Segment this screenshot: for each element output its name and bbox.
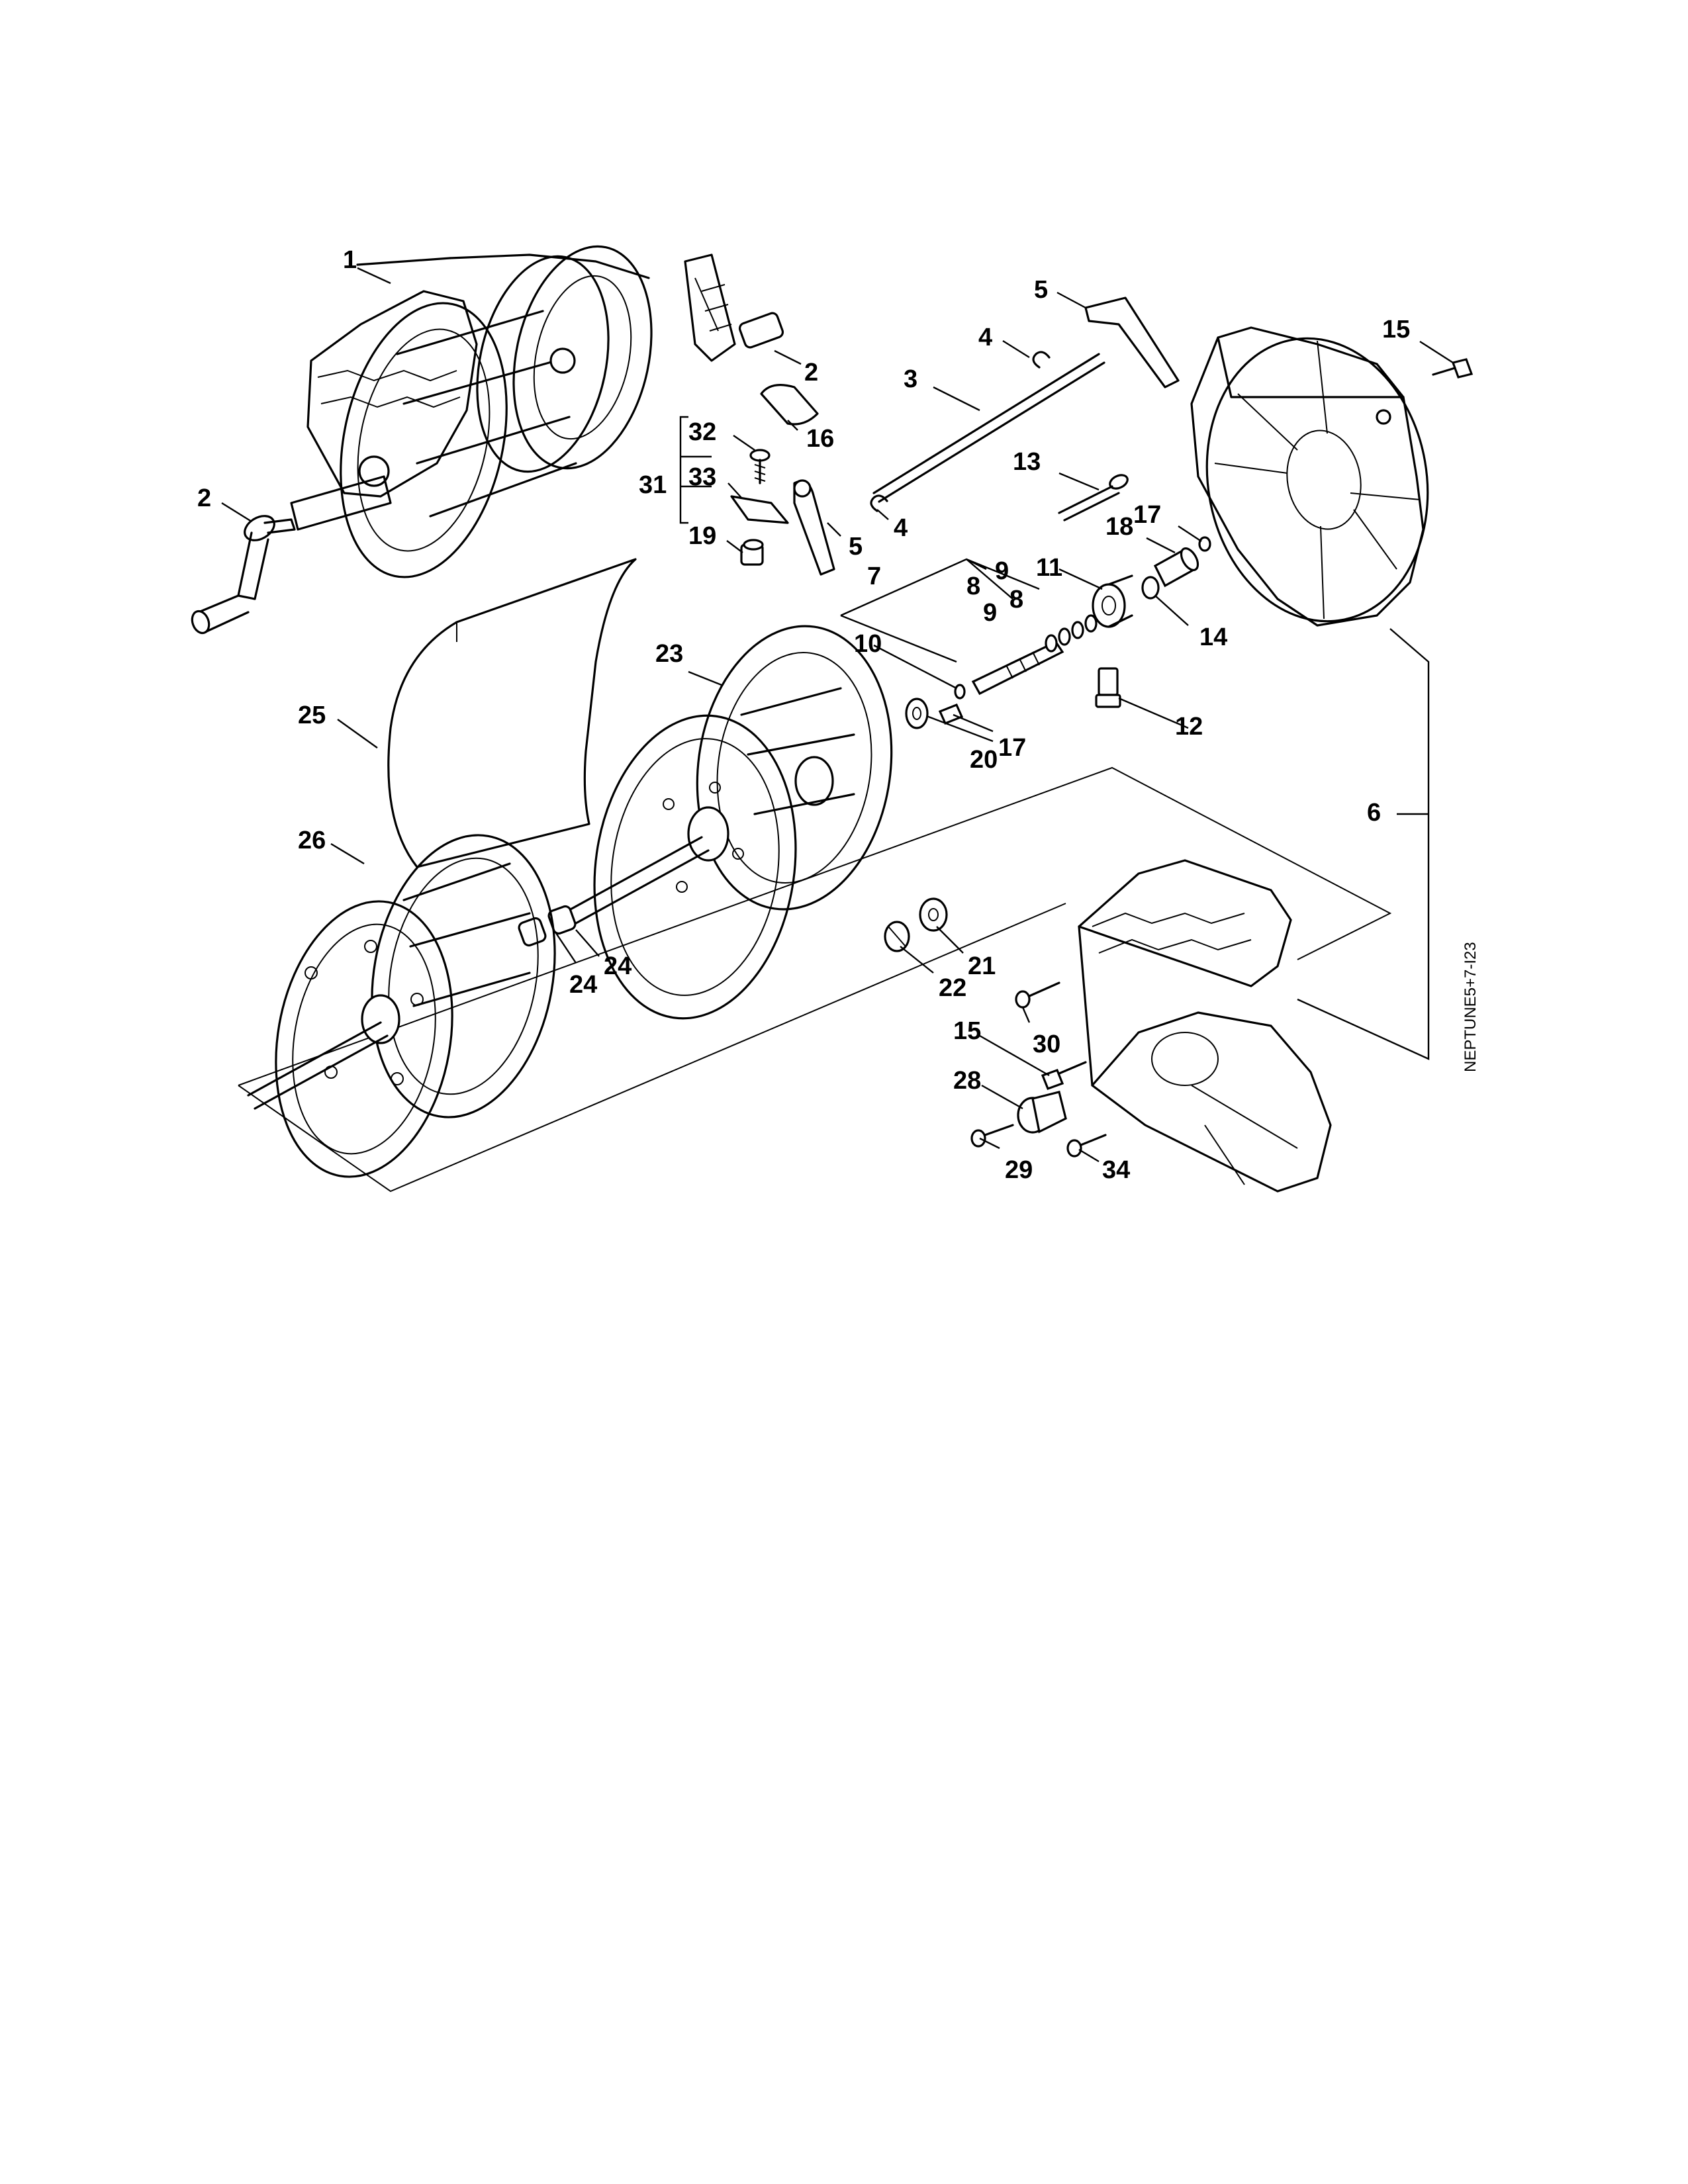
callout-13: 13 — [1013, 448, 1041, 476]
bracket-part-33 — [730, 495, 789, 524]
drum-group-frame — [238, 766, 1392, 1193]
screw-part-17-top — [1198, 536, 1211, 552]
callout-19: 19 — [688, 522, 716, 550]
drum-sheet-part-25 — [387, 558, 637, 868]
o-ring-part-8-b — [1058, 627, 1071, 646]
diagram-reference-code: NEPTUNE5+7-I23 — [1462, 942, 1479, 1072]
reel-disc-part-26 — [371, 834, 556, 1118]
axle — [568, 836, 710, 925]
callout-5: 5 — [849, 533, 863, 561]
reel-disc-front — [247, 900, 453, 1178]
bolt-part-15-top — [1432, 358, 1474, 379]
callout-30: 30 — [1033, 1030, 1060, 1058]
callout-32: 32 — [688, 418, 716, 446]
washer-part-21 — [919, 897, 948, 932]
screw-part-29 — [970, 1124, 1014, 1148]
callout-33: 33 — [688, 463, 716, 491]
o-ring-part-10 — [954, 684, 966, 700]
o-ring-part-9-a — [1084, 614, 1098, 633]
callout-15: 15 — [1382, 316, 1410, 343]
callout-26: 26 — [298, 827, 326, 854]
hand-crank-top — [684, 253, 784, 362]
callout-23: 23 — [655, 640, 683, 668]
callout-22: 22 — [939, 974, 966, 1002]
callout-4: 4 — [978, 324, 992, 351]
clip-part-16 — [760, 384, 819, 426]
callout-18: 18 — [1105, 513, 1133, 541]
callout-15: 15 — [953, 1017, 981, 1045]
bushing-part-11 — [1092, 574, 1133, 628]
o-ring-part-8-a — [1071, 621, 1084, 639]
callout-8: 8 — [1009, 586, 1023, 614]
group-bracket-lines — [679, 416, 1430, 1060]
screw-part-34 — [1066, 1134, 1107, 1158]
callout-3: 3 — [904, 365, 917, 393]
bushing-part-24-b — [547, 905, 577, 935]
callout-2: 2 — [804, 359, 818, 387]
callout-1: 1 — [343, 246, 357, 274]
fitting-part-22 — [884, 921, 910, 952]
callout-11: 11 — [1036, 554, 1062, 582]
bolt-part-13 — [1058, 474, 1129, 522]
assembled-hose-reel — [290, 245, 653, 578]
callout-25: 25 — [298, 702, 326, 729]
callout-9: 9 — [983, 599, 997, 627]
callout-5: 5 — [1034, 276, 1048, 304]
sleeve-part-18 — [1153, 547, 1199, 588]
screw-part-30 — [1015, 981, 1060, 1009]
elbow-part-12 — [1095, 667, 1121, 708]
callout-21: 21 — [968, 952, 996, 980]
callout-labels: 1 2 2 3 4 4 5 5 6 7 8 8 9 9 10 11 12 13 … — [197, 246, 1410, 1184]
callout-leaders — [221, 267, 1454, 1163]
reel-disc-middle — [593, 714, 797, 1020]
callout-17: 17 — [998, 734, 1026, 762]
bushing-part-24-a — [518, 917, 547, 947]
callout-10: 10 — [854, 630, 882, 658]
callout-24: 24 — [604, 952, 632, 980]
o-ring-part-9-b — [1045, 634, 1058, 653]
callout-7: 7 — [867, 563, 881, 590]
callout-9: 9 — [995, 557, 1009, 585]
callout-14: 14 — [1199, 623, 1227, 651]
callout-34: 34 — [1102, 1156, 1130, 1184]
callout-4: 4 — [894, 514, 908, 542]
callout-12: 12 — [1175, 713, 1203, 741]
callout-2: 2 — [197, 484, 211, 512]
adapter-part-28 — [1017, 1091, 1067, 1134]
washer-part-20 — [905, 698, 929, 729]
callout-29: 29 — [1005, 1156, 1033, 1184]
rod-part-3 — [872, 353, 1105, 503]
ring-part-14 — [1141, 576, 1160, 600]
clip-part-4-bottom — [870, 494, 888, 512]
callout-6: 6 — [1367, 799, 1381, 827]
screw-part-17-bottom — [938, 703, 964, 725]
callout-8: 8 — [966, 572, 980, 600]
callout-20: 20 — [970, 746, 998, 774]
housing-cover-top — [1190, 326, 1429, 627]
shaft-part-7 — [971, 640, 1064, 696]
callout-17: 17 — [1133, 501, 1161, 529]
lever-part-5-top — [1084, 296, 1180, 388]
callout-16: 16 — [806, 425, 834, 453]
hand-crank-left — [191, 515, 296, 635]
callout-31: 31 — [639, 471, 667, 499]
callout-28: 28 — [953, 1067, 981, 1095]
screw-part-32 — [749, 449, 771, 484]
clip-part-4-top — [1032, 351, 1051, 369]
housing-cover-bottom — [1078, 859, 1332, 1193]
callout-24: 24 — [569, 971, 597, 999]
fitting-part-19 — [740, 539, 764, 566]
reel-disc-part-23 — [696, 625, 893, 911]
